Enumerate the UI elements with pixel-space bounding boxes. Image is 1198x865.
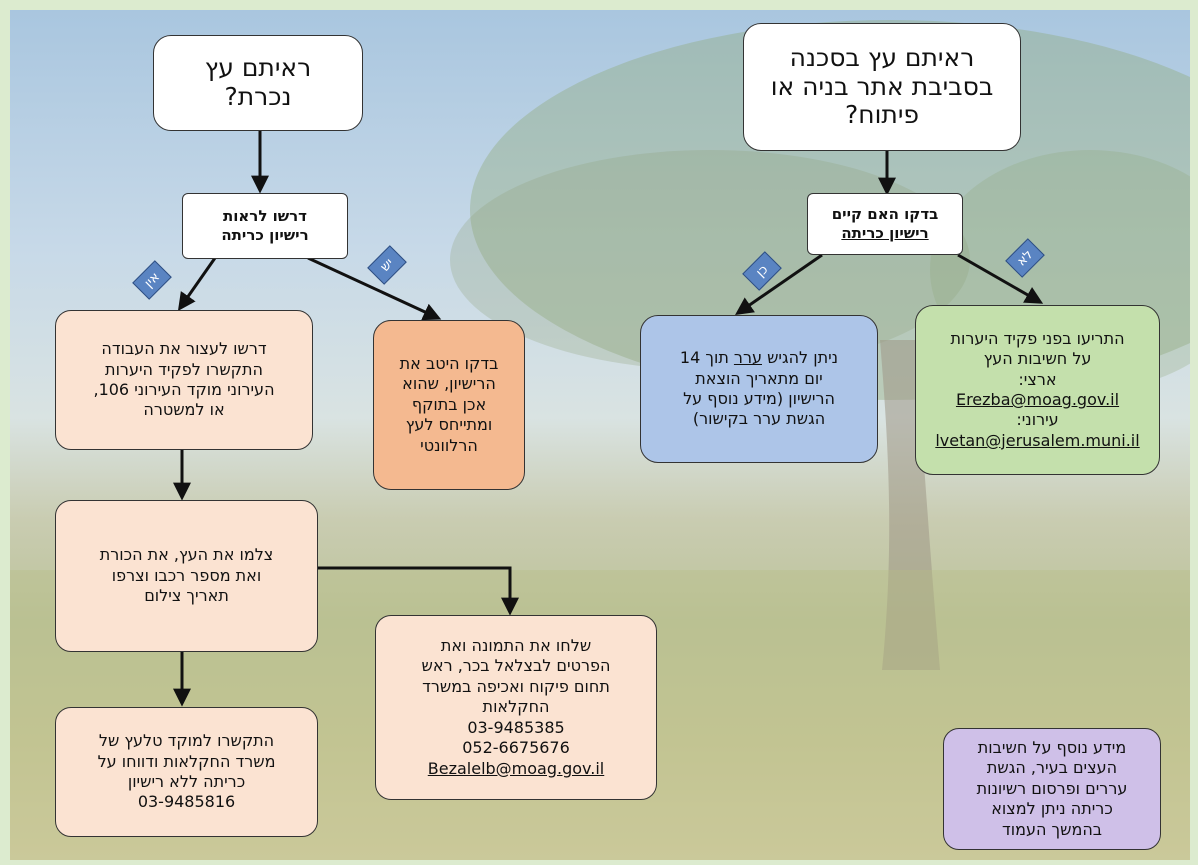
national-label: ארצי:: [1018, 369, 1057, 389]
verify-line4: ומתייחס לעץ: [405, 415, 493, 435]
appeal-box: ניתן להגיש ערר תוך 14 יום מתאריך הוצאת ה…: [640, 315, 878, 463]
hotline-line3: כריתה ללא רישיון: [127, 772, 246, 791]
appeal-line1-post: תוך 14: [679, 348, 734, 368]
notify-line1: התריעו בפני פקיד היערות: [950, 328, 1125, 348]
more-info-line3: עררים ופרסום רשיונות: [976, 778, 1128, 798]
photograph-line2: ואת מספר רכבו וצרפו: [111, 565, 262, 585]
notify-forester-box: התריעו בפני פקיד היערות על חשיבות העץ אר…: [915, 305, 1160, 475]
hotline-line1: התקשרו למוקד טלעץ של: [98, 731, 275, 751]
right-check-box: בדקו האם קיים רישיון כריתה: [807, 193, 963, 255]
appeal-line4: הגשת ערר בקישור): [692, 409, 826, 429]
appeal-line2: יום מתאריך הוצאת: [695, 368, 823, 388]
photograph-line3: תאריך צילום: [144, 586, 229, 606]
right-question-line2: בסביבת אתר בניה או: [770, 71, 994, 101]
photograph-box: צלמו את העץ, את הכורת ואת מספר רכבו וצרפ…: [55, 500, 318, 652]
send-line1: שלחו את התמונה ואת: [440, 635, 592, 655]
arrow-check-to-notify: [957, 253, 1044, 304]
stop-work-line1: דרשו לעצור את העבודה: [101, 339, 267, 359]
verify-line5: הרלוונטי: [420, 435, 478, 455]
notify-line2: על חשיבות העץ: [983, 349, 1092, 369]
stop-work-line3: העירוני מוקד העירוני 106,: [93, 380, 275, 399]
arrow-check-to-stop: [177, 257, 217, 311]
left-check-box: דרשו לראות רישיון כריתה: [182, 193, 348, 259]
more-info-box: מידע נוסף על חשיבות העצים בעיר, הגשת ערר…: [943, 728, 1161, 850]
municipal-email-link[interactable]: lvetan@jerusalem.muni.il: [935, 430, 1140, 450]
right-check-line1: בדקו האם קיים: [831, 204, 939, 223]
verify-license-box: בדקו היטב את הרישיון, שהוא אכן בתוקף ומת…: [373, 320, 525, 490]
right-question-line1: ראיתם עץ בסכנה: [789, 42, 975, 72]
verify-line1: בדקו היטב את: [399, 353, 499, 373]
send-line4: החקלאות: [482, 697, 550, 717]
more-info-line2: העצים בעיר, הגשת: [986, 758, 1118, 778]
hotline-line2: משרד החקלאות ודווחו על: [97, 751, 276, 771]
left-question-box: ראיתם עץ נכרת?: [153, 35, 363, 131]
bezalel-email-link[interactable]: Bezalelb@moag.gov.il: [427, 758, 605, 778]
left-check-line1: דרשו לראות: [222, 206, 308, 225]
left-question-line1: ראיתם עץ: [204, 53, 312, 83]
license-link[interactable]: רישיון כריתה: [841, 224, 929, 242]
arrow-check-to-appeal: [735, 253, 823, 316]
left-check-line2: רישיון כריתה: [221, 226, 309, 244]
stop-work-line2: התקשרו לפקיד היערות: [105, 359, 263, 379]
send-phone2: 052-6675676: [462, 738, 570, 758]
more-info-line1: מידע נוסף על חשיבות: [977, 737, 1127, 757]
national-email-link[interactable]: Erezba@moag.gov.il: [955, 390, 1120, 409]
diagram-canvas: ראיתם עץ נכרת? דרשו לראות רישיון כריתה א…: [10, 10, 1190, 860]
send-photo-box: שלחו את התמונה ואת הפרטים לבצלאל בכר, רא…: [375, 615, 657, 800]
connector-arrows: [173, 130, 1044, 707]
photograph-line1: צלמו את העץ, את הכורת: [99, 545, 274, 565]
arrow-photo-to-send: [318, 566, 519, 616]
left-question-line2: נכרת?: [224, 82, 292, 111]
right-question-line3: פיתוח?: [844, 100, 920, 130]
verify-line2: הרישיון, שהוא: [402, 374, 496, 394]
appeal-link[interactable]: ערר: [733, 348, 762, 368]
hotline-phone: 03-9485816: [137, 792, 236, 812]
appeal-line1-pre: ניתן להגיש: [762, 348, 839, 368]
stop-work-line4: או למשטרה: [143, 400, 225, 420]
more-info-line5: בהמשך העמוד: [1002, 819, 1103, 839]
right-question-box: ראיתם עץ בסכנה בסביבת אתר בניה או פיתוח?: [743, 23, 1021, 151]
hotline-box: התקשרו למוקד טלעץ של משרד החקלאות ודווחו…: [55, 707, 318, 837]
more-info-line4: כריתה ניתן למצוא: [991, 799, 1113, 819]
send-line2: הפרטים לבצלאל בכר, ראש: [421, 656, 611, 676]
send-line3: תחום פיקוח ואכיפה במשרד: [422, 676, 610, 696]
appeal-line1: ניתן להגיש ערר תוך 14: [680, 348, 838, 368]
appeal-line3: הרישיון (מידע נוסף על: [683, 389, 835, 408]
municipal-label: עירוני:: [1016, 410, 1059, 430]
arrow-check-to-verify: [307, 256, 442, 321]
send-phone1: 03-9485385: [467, 717, 565, 737]
stop-work-box: דרשו לעצור את העבודה התקשרו לפקיד היערות…: [55, 310, 313, 450]
verify-line3: אכן בתוקף: [411, 394, 487, 414]
